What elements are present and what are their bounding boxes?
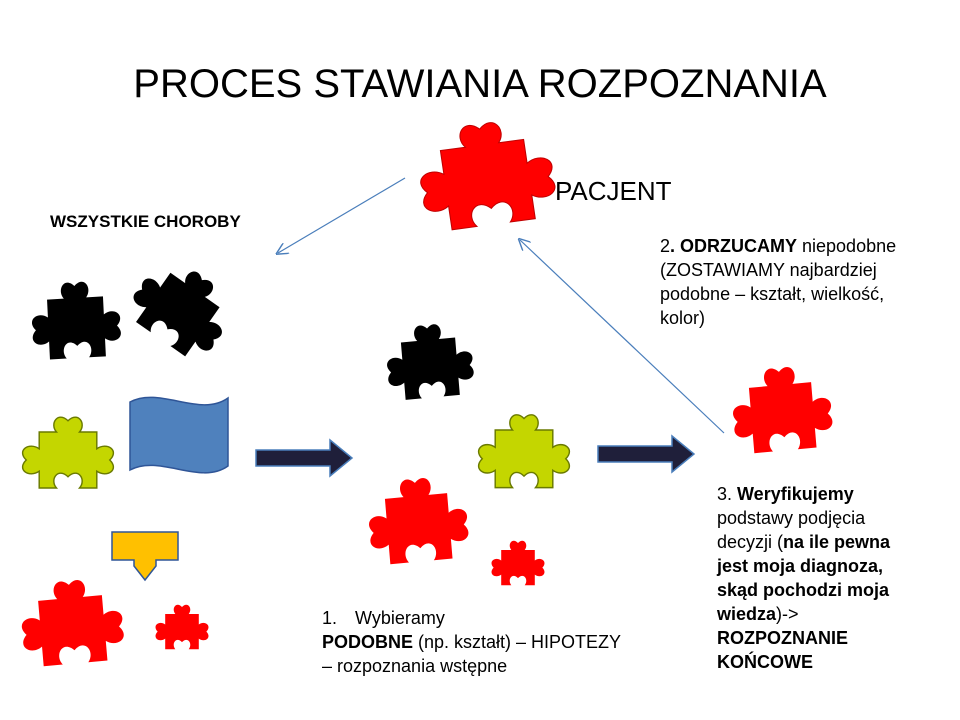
blue-flag-shape-icon: [129, 396, 229, 474]
step3-text: 3. Weryfikujemy podstawy podjęcia decyzj…: [717, 482, 890, 674]
step3-line1: 3. Weryfikujemy: [717, 484, 854, 504]
arrow-patient-to-diseases: [278, 177, 406, 253]
final-red-puzzle-icon: [729, 363, 835, 455]
step1-line3: – rozpoznania wstępne: [322, 656, 508, 676]
black-puzzle-icon: [30, 279, 123, 361]
big-right-arrow-icon: [255, 438, 354, 478]
patient-puzzle-icon: [412, 114, 560, 234]
step3-line6: wiedza)->: [717, 604, 799, 624]
step2-line3: podobne – kształt, wielkość,: [660, 284, 885, 304]
orange-down-arrow-icon: [111, 531, 179, 582]
small-red-puzzle-icon: [155, 604, 209, 650]
page-title: PROCES STAWIANIA ROZPOZNANIA: [133, 62, 827, 106]
step1-line2: PODOBNE (np. kształt) – HIPOTEZY: [322, 632, 622, 652]
patient-label: PACJENT: [555, 176, 672, 206]
all-diseases-label: WSZYSTKIE CHOROBY: [50, 212, 241, 231]
step3-line5: skąd pochodzi moja: [717, 580, 890, 600]
big-right-arrow-icon: [597, 434, 696, 474]
small-red-puzzle-icon: [491, 540, 545, 586]
black-puzzle-icon: [121, 249, 243, 367]
step3-line7: ROZPOZNANIE: [717, 628, 849, 648]
red-puzzle-icon: [18, 576, 126, 668]
step3-line8: KOŃCOWE: [717, 652, 813, 672]
step2-text: 2. ODRZUCAMY niepodobne (ZOSTAWIAMY najb…: [660, 234, 896, 330]
arrow-verify-to-patient: [520, 240, 725, 434]
step2-line4: kolor): [660, 308, 706, 328]
black-puzzle-icon: [384, 320, 476, 402]
step3-line2: podstawy podjęcia: [717, 508, 866, 528]
lime-puzzle-icon: [477, 414, 571, 489]
step1-line1: 1.Wybieramy: [322, 608, 445, 628]
lime-puzzle-icon: [21, 416, 115, 489]
step3-line4: jest moja diagnoza,: [717, 556, 884, 576]
step2-line2: (ZOSTAWIAMY najbardziej: [660, 260, 877, 280]
red-puzzle-icon: [365, 474, 471, 566]
step3-line3: decyzji (na ile pewna: [717, 532, 891, 552]
step1-text: 1.Wybieramy PODOBNE (np. kształt) – HIPO…: [322, 606, 621, 678]
step2-line1: 2. ODRZUCAMY niepodobne: [660, 236, 897, 256]
